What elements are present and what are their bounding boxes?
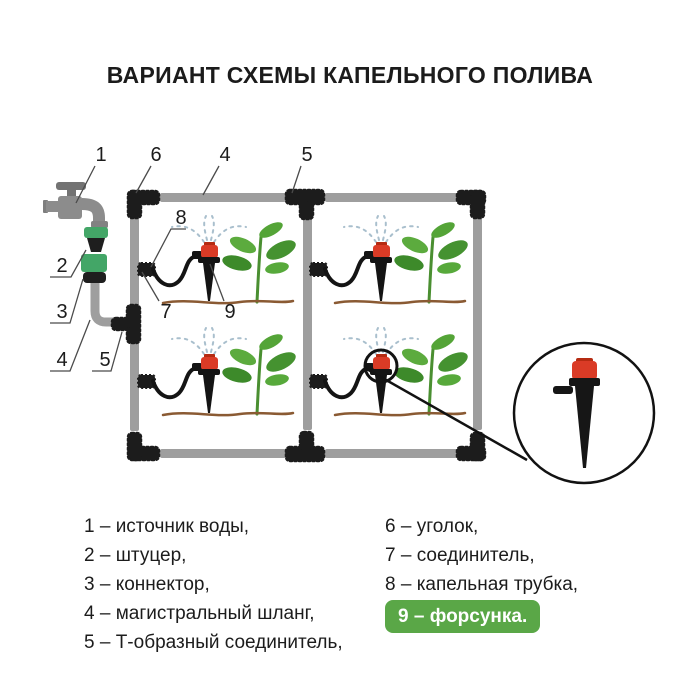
legend-column-right: 6 – уголок, 7 – соединитель, 8 – капельн… <box>385 512 578 633</box>
pipe-middle <box>303 217 312 430</box>
elbow-bottom-left <box>126 431 161 462</box>
irrigation-diagram: 1 6 4 5 8 7 9 2 3 4 5 <box>43 144 656 485</box>
callout-5-left: 5 <box>99 349 110 371</box>
callout-4-left: 4 <box>56 349 67 371</box>
leader-5-left <box>92 331 123 372</box>
magnifier-line <box>364 366 528 462</box>
callout-8: 8 <box>175 207 186 229</box>
legend-item-4: 4 – магистральный шланг, <box>84 599 343 628</box>
pipe-left-lower <box>130 341 139 431</box>
elbow-top-right <box>455 189 487 220</box>
legend-item-label: 6 – уголок, <box>385 516 479 537</box>
highlight-circle <box>363 348 399 384</box>
tap-connector <box>81 254 107 283</box>
callout-3: 3 <box>56 301 67 323</box>
callout-2: 2 <box>56 255 67 277</box>
legend-item-label: 4 – магистральный шланг, <box>84 603 315 624</box>
irrigation-cell-bottom-right <box>308 326 473 418</box>
legend-item-label: 2 – штуцер, <box>84 545 187 566</box>
pipe-right <box>473 217 482 430</box>
legend-item-7: 7 – соединитель, <box>385 541 578 570</box>
callout-7: 7 <box>160 301 171 323</box>
leader-3 <box>50 278 84 324</box>
callout-4-top: 4 <box>219 144 230 166</box>
callout-1: 1 <box>95 144 106 166</box>
elbow-bottom-right <box>455 431 487 462</box>
black-connectors <box>110 188 487 463</box>
main-hose-curve <box>90 283 114 327</box>
leader-1 <box>75 165 96 204</box>
water-source-tap-icon <box>43 182 108 228</box>
page-title: ВАРИАНТ СХЕМЫ КАПЕЛЬНОГО ПОЛИВА <box>106 62 594 88</box>
tee-bottom-middle <box>284 430 326 463</box>
legend-item-9: 9 – форсунка. <box>385 599 578 633</box>
callout-numbers: 1 6 4 5 8 7 9 2 3 4 5 <box>56 144 312 371</box>
legend-item-1: 1 – источник воды, <box>84 512 343 541</box>
leader-8 <box>150 228 186 268</box>
tee-left-side <box>110 303 142 345</box>
leader-9 <box>209 263 225 302</box>
legend-item-3: 3 – коннектор, <box>84 570 343 599</box>
legend-item-5: 5 – Т-образный соединитель, <box>84 628 343 657</box>
main-pipes <box>130 193 482 458</box>
pipe-top-right <box>325 193 458 202</box>
callout-6: 6 <box>150 144 161 166</box>
leader-7 <box>141 271 160 302</box>
pipe-bottom-left <box>160 449 286 458</box>
legend-item-label: 3 – коннектор, <box>84 574 210 595</box>
legend-item-2: 2 – штуцер, <box>84 541 343 570</box>
leader-5-top <box>291 165 302 194</box>
leader-6 <box>135 165 152 194</box>
irrigation-cell-bottom-left <box>136 326 301 418</box>
pipe-bottom-right <box>325 449 458 458</box>
legend-item-label: 8 – капельная трубка, <box>385 574 579 595</box>
legend-item-9-badge: 9 – форсунка. <box>385 600 541 633</box>
legend-column-left: 1 – источник воды, 2 – штуцер, 3 – конне… <box>84 512 343 657</box>
irrigation-cell-top-left <box>136 214 301 306</box>
leader-4-top <box>202 165 220 196</box>
legend-item-6: 6 – уголок, <box>385 512 578 541</box>
legend-item-8: 8 – капельная трубка, <box>385 570 578 599</box>
tee-top-middle <box>284 188 326 221</box>
nozzle-detail-icon <box>553 358 600 468</box>
elbow-top-left <box>126 189 161 220</box>
leader-4-left <box>50 319 91 372</box>
leader-lines <box>50 165 302 372</box>
callout-5-top: 5 <box>301 144 312 166</box>
pipe-top-left <box>160 193 286 202</box>
legend-item-label: 5 – Т-образный соединитель, <box>84 632 343 653</box>
legend-item-label: 1 – источник воды, <box>84 516 250 537</box>
pipe-left-upper <box>130 215 139 306</box>
legend-item-label: 7 – соединитель, <box>385 545 535 566</box>
magnifier-detail <box>512 341 656 485</box>
irrigation-cell-top-right <box>308 214 473 306</box>
callout-9: 9 <box>224 301 235 323</box>
fitting-shtutser <box>84 227 108 252</box>
leader-2 <box>50 249 87 278</box>
